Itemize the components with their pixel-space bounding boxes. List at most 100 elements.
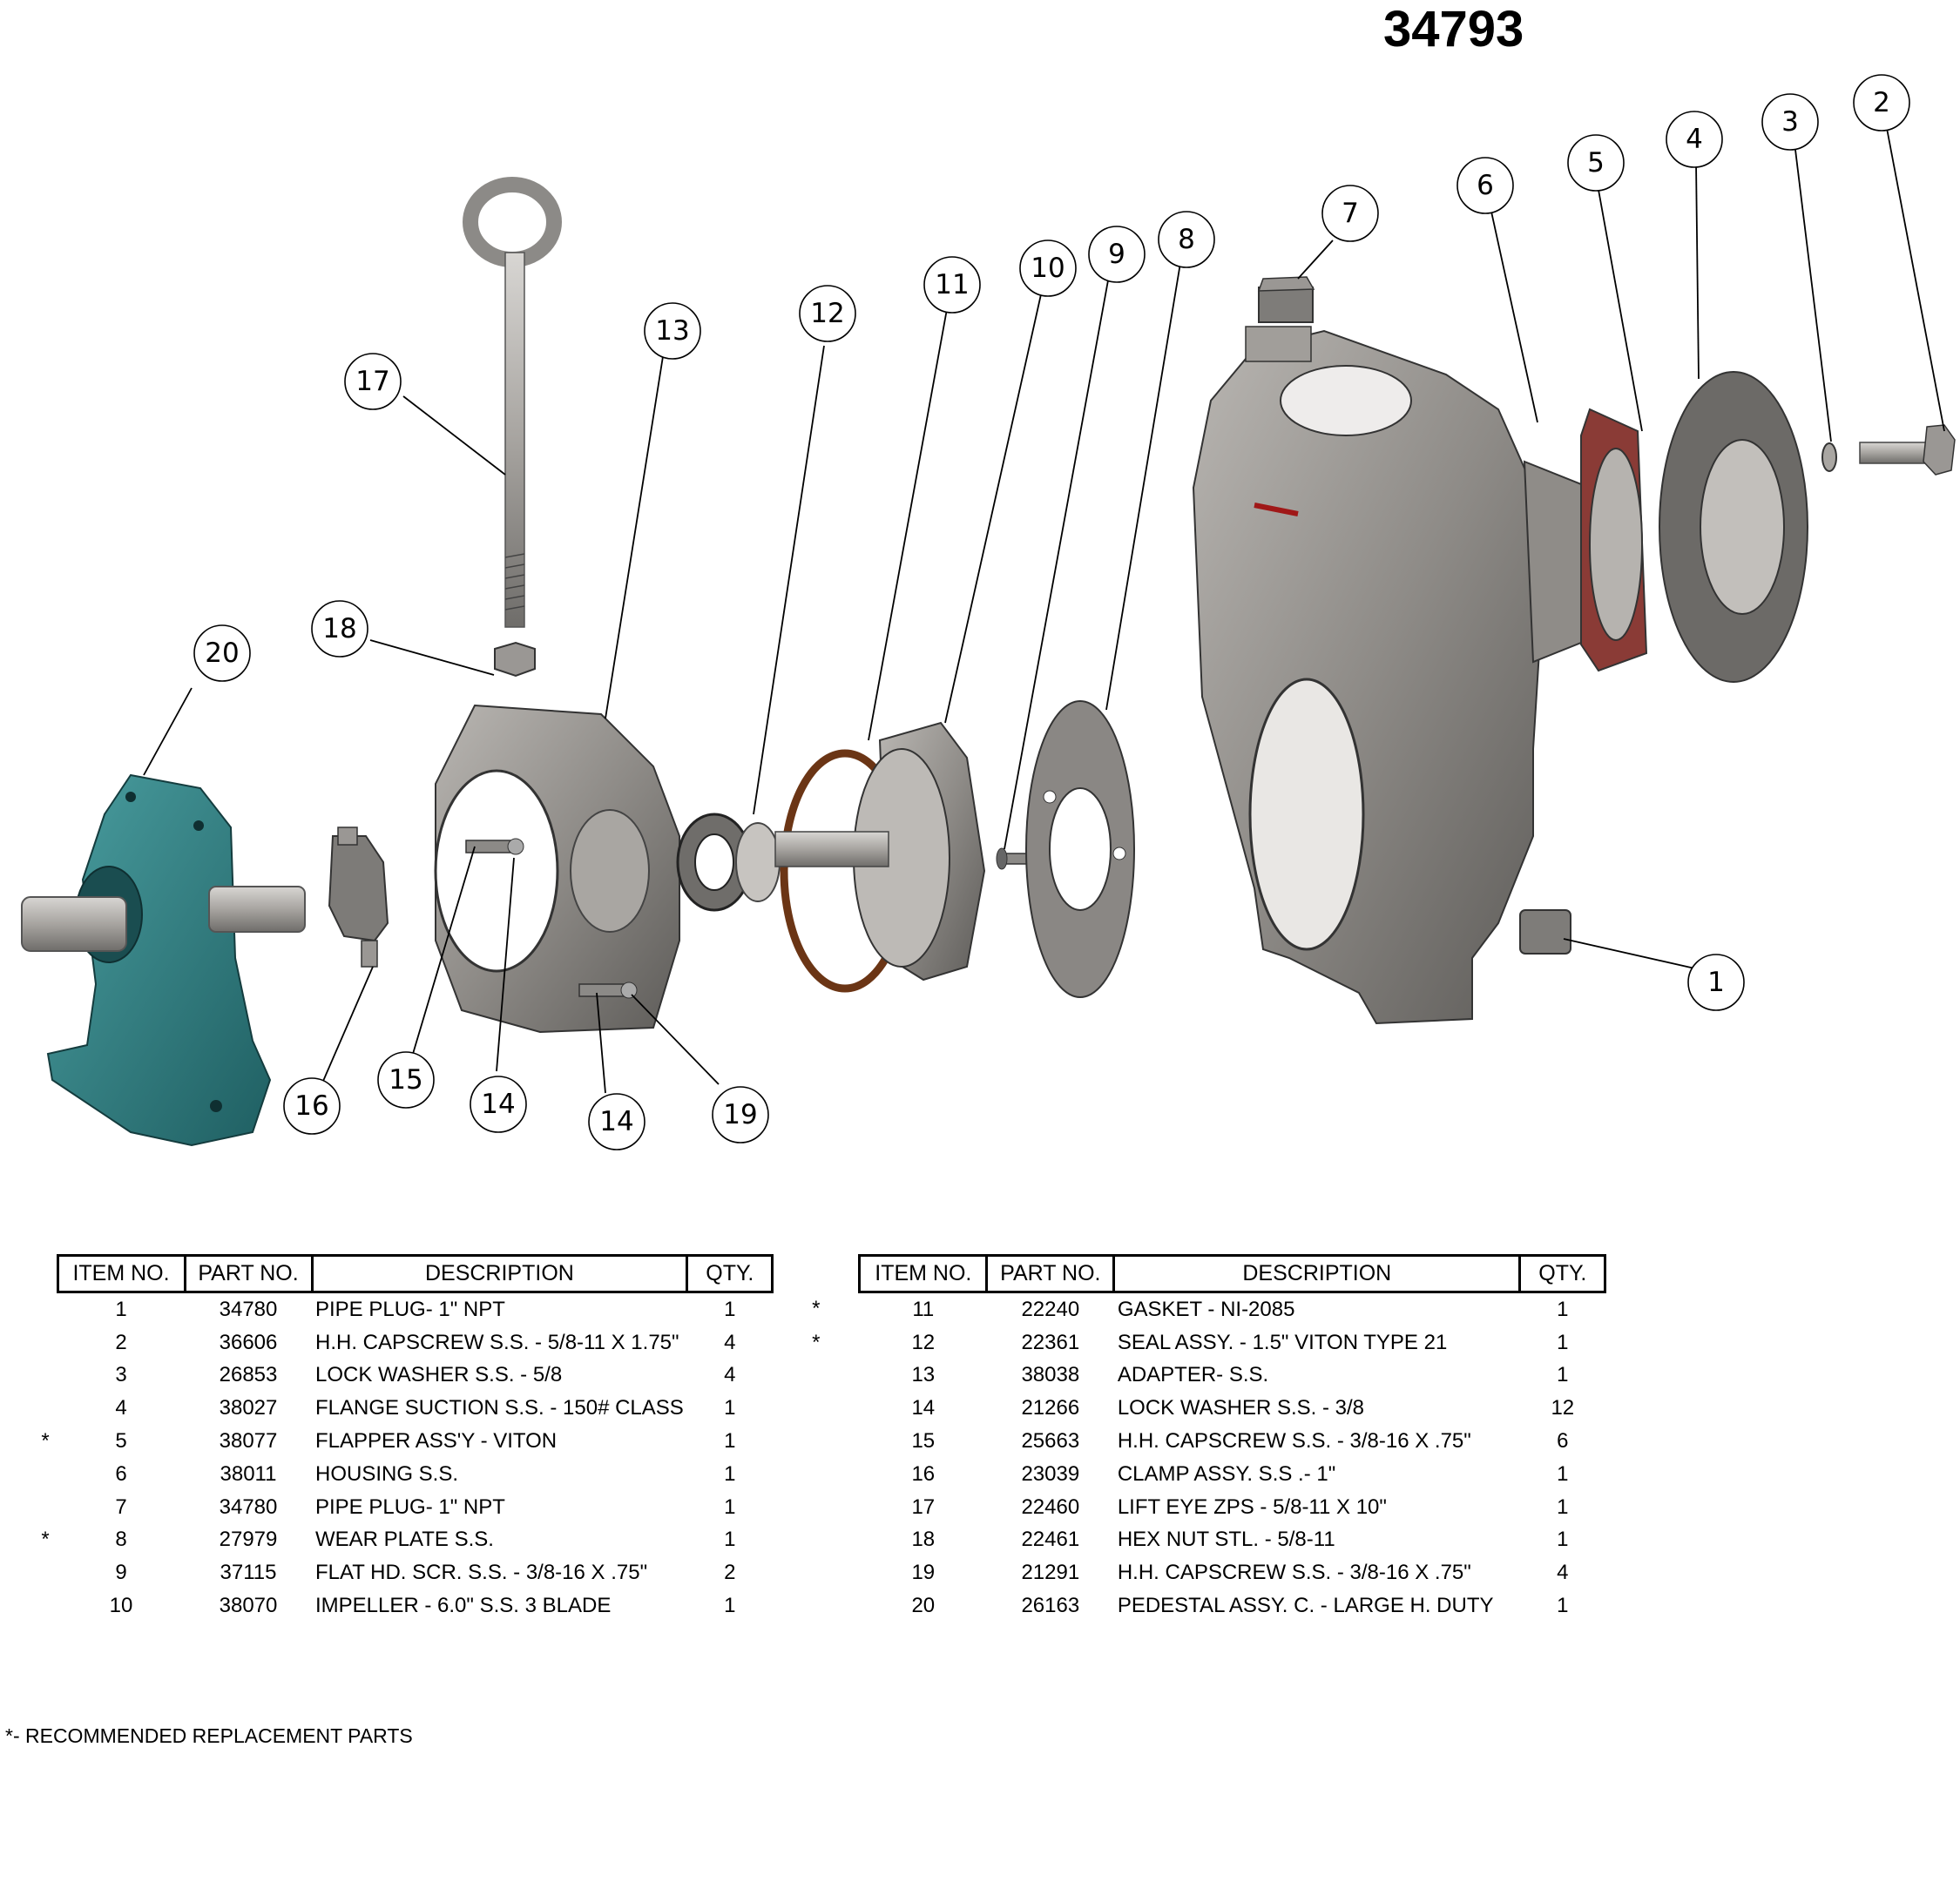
callout-19: 19 xyxy=(712,1086,769,1144)
svg-text:16: 16 xyxy=(294,1090,328,1122)
cell-qty: 1 xyxy=(724,1461,736,1486)
callout-11: 11 xyxy=(923,256,981,314)
svg-text:18: 18 xyxy=(322,613,356,644)
cell-desc: PEDESTAL ASSY. C. - LARGE H. DUTY xyxy=(1117,1594,1494,1618)
flapper-assembly xyxy=(1580,408,1648,672)
header-description: DESCRIPTION xyxy=(310,1254,689,1293)
cell-qty: 1 xyxy=(724,1297,736,1321)
cell-recommended-mark xyxy=(33,1359,57,1393)
cell-part: 37115 xyxy=(220,1561,277,1585)
wear-plate xyxy=(1025,700,1135,998)
cell-part: 26853 xyxy=(219,1363,278,1387)
cell-part: 38027 xyxy=(219,1396,278,1420)
cell-qty: 12 xyxy=(1551,1396,1575,1420)
suction-flange xyxy=(1659,371,1808,683)
cell-item: 15 xyxy=(911,1429,936,1454)
clamp-assembly xyxy=(328,826,389,968)
cell-qty: 1 xyxy=(1557,1461,1569,1486)
cell-part: 38070 xyxy=(219,1594,278,1618)
cell-recommended-mark xyxy=(33,1458,57,1491)
callout-1: 1 xyxy=(1687,954,1745,1011)
cell-recommended-mark: * xyxy=(41,1528,50,1552)
cell-desc: ADAPTER- S.S. xyxy=(1117,1363,1269,1387)
cell-item: 9 xyxy=(115,1561,127,1585)
header-part-no: PART NO. xyxy=(183,1254,314,1293)
svg-text:11: 11 xyxy=(935,269,969,300)
cell-desc: H.H. CAPSCREW S.S. - 3/8-16 X .75" xyxy=(1117,1561,1471,1585)
callout-12: 12 xyxy=(799,285,856,342)
svg-text:9: 9 xyxy=(1108,239,1125,270)
cell-part: 21291 xyxy=(1021,1561,1080,1585)
capscrew-15 xyxy=(465,838,524,855)
svg-text:2: 2 xyxy=(1873,87,1890,118)
callout-5: 5 xyxy=(1567,134,1625,192)
svg-text:5: 5 xyxy=(1587,147,1605,179)
cell-recommended-mark xyxy=(773,1524,860,1557)
cell-desc: PIPE PLUG- 1" NPT xyxy=(315,1297,505,1321)
cell-recommended-mark xyxy=(33,1589,57,1623)
cell-qty: 1 xyxy=(1557,1363,1569,1387)
cell-qty: 1 xyxy=(724,1396,736,1420)
cell-recommended-mark: * xyxy=(812,1330,821,1354)
callout-18: 18 xyxy=(311,600,368,658)
svg-text:17: 17 xyxy=(355,366,389,397)
cell-recommended-mark xyxy=(773,1359,860,1393)
cell-part: 27979 xyxy=(219,1528,278,1552)
cell-item: 16 xyxy=(911,1461,936,1486)
table-row: 9 37115 FLAT HD. SCR. S.S. - 3/8-16 X .75"… xyxy=(33,1556,1605,1589)
cell-part: 34780 xyxy=(219,1494,278,1519)
cell-desc: LIFT EYE ZPS - 5/8-11 X 10" xyxy=(1117,1494,1387,1519)
callout-7: 7 xyxy=(1321,185,1379,242)
cell-qty: 1 xyxy=(1557,1297,1569,1321)
cell-part: 25663 xyxy=(1021,1429,1080,1454)
cell-item: 4 xyxy=(115,1396,127,1420)
cell-recommended-mark xyxy=(33,1556,57,1589)
pump-housing xyxy=(1192,326,1622,1025)
cell-recommended-mark: * xyxy=(41,1429,50,1454)
svg-text:1: 1 xyxy=(1707,967,1725,998)
cell-desc: CLAMP ASSY. S.S .- 1" xyxy=(1117,1461,1336,1486)
cell-qty: 2 xyxy=(724,1561,736,1585)
cell-recommended-mark xyxy=(773,1491,860,1524)
cell-desc: FLAT HD. SCR. S.S. - 3/8-16 X .75" xyxy=(315,1561,648,1585)
cell-part: 22361 xyxy=(1021,1330,1080,1354)
cell-item: 13 xyxy=(911,1363,936,1387)
lock-washer xyxy=(1821,442,1837,472)
callout-20: 20 xyxy=(193,624,251,682)
cell-recommended-mark xyxy=(33,1491,57,1524)
cell-recommended-mark xyxy=(773,1556,860,1589)
svg-text:15: 15 xyxy=(389,1064,422,1096)
cell-desc: HEX NUT STL. - 5/8-11 xyxy=(1117,1528,1335,1552)
cell-item: 17 xyxy=(911,1494,936,1519)
callout-16: 16 xyxy=(283,1077,341,1135)
callout-14a: 14 xyxy=(470,1076,527,1133)
cell-item: 2 xyxy=(115,1330,127,1354)
cell-recommended-mark xyxy=(773,1458,860,1491)
cell-desc: GASKET - NI-2085 xyxy=(1117,1297,1295,1321)
cell-qty: 4 xyxy=(724,1363,736,1387)
svg-text:20: 20 xyxy=(205,638,239,669)
cell-recommended-mark xyxy=(33,1292,57,1326)
cell-desc: HOUSING S.S. xyxy=(315,1461,459,1486)
callout-15: 15 xyxy=(377,1051,435,1109)
cell-recommended-mark xyxy=(773,1392,860,1425)
cell-recommended-mark xyxy=(773,1425,860,1458)
cell-qty: 6 xyxy=(1557,1429,1569,1454)
cell-part: 22240 xyxy=(1021,1297,1080,1321)
table-header-row: ITEM NO. PART NO. DESCRIPTION QTY. ITEM … xyxy=(33,1254,1607,1293)
cell-qty: 4 xyxy=(724,1330,736,1354)
exploded-view-drawing: 1 2 3 4 5 6 7 8 9 10 11 12 13 14 14 15 1… xyxy=(21,74,1956,1150)
cell-qty: 4 xyxy=(1557,1561,1569,1585)
cell-desc: FLANGE SUCTION S.S. - 150# CLASS xyxy=(315,1396,684,1420)
cell-desc: SEAL ASSY. - 1.5" VITON TYPE 21 xyxy=(1117,1330,1448,1354)
cell-item: 19 xyxy=(911,1561,936,1585)
svg-text:14: 14 xyxy=(599,1106,633,1137)
cell-qty: 1 xyxy=(1557,1594,1569,1618)
pipe-plug-bottom xyxy=(1519,909,1571,955)
header-qty: QTY. xyxy=(686,1254,774,1293)
cell-part: 38011 xyxy=(220,1461,277,1486)
cell-qty: 1 xyxy=(724,1528,736,1552)
